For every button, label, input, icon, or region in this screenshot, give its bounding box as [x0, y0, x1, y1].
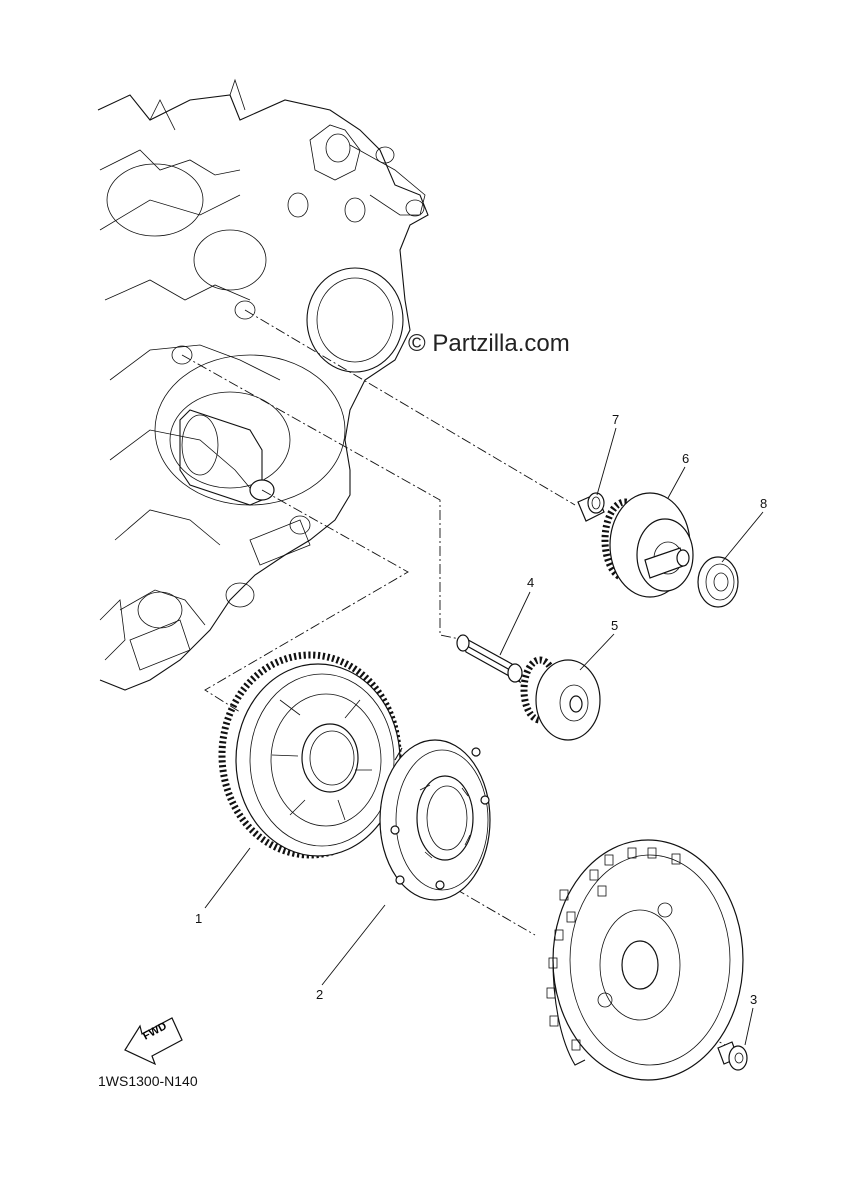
rotor-drawing — [546, 839, 744, 1081]
part-7-bearing — [577, 492, 605, 522]
callout-7: 7 — [612, 412, 620, 427]
callout-5: 5 — [611, 618, 619, 633]
callout-8: 8 — [760, 496, 768, 511]
engine-case-drawing — [97, 78, 429, 691]
callout-6: 6 — [682, 451, 690, 466]
callout-leader-lines — [204, 427, 764, 1046]
forward-arrow-icon — [124, 1017, 183, 1066]
callout-3: 3 — [750, 992, 758, 1007]
part-8-ball-bearing — [697, 556, 739, 608]
part-5-small-gear — [520, 656, 601, 741]
part-4-shaft — [456, 634, 523, 684]
watermark-text: © Partzilla.com — [408, 330, 570, 357]
part-6-idle-gear — [601, 492, 694, 598]
part-1-starter-wheel-gear — [218, 651, 403, 859]
callout-1: 1 — [195, 911, 203, 926]
callout-2: 2 — [316, 987, 324, 1002]
part-3-bolt — [717, 1041, 748, 1071]
figure-code: 1WS1300-N140 — [98, 1073, 198, 1089]
part-2-starter-clutch — [379, 739, 491, 901]
callout-4: 4 — [527, 575, 535, 590]
